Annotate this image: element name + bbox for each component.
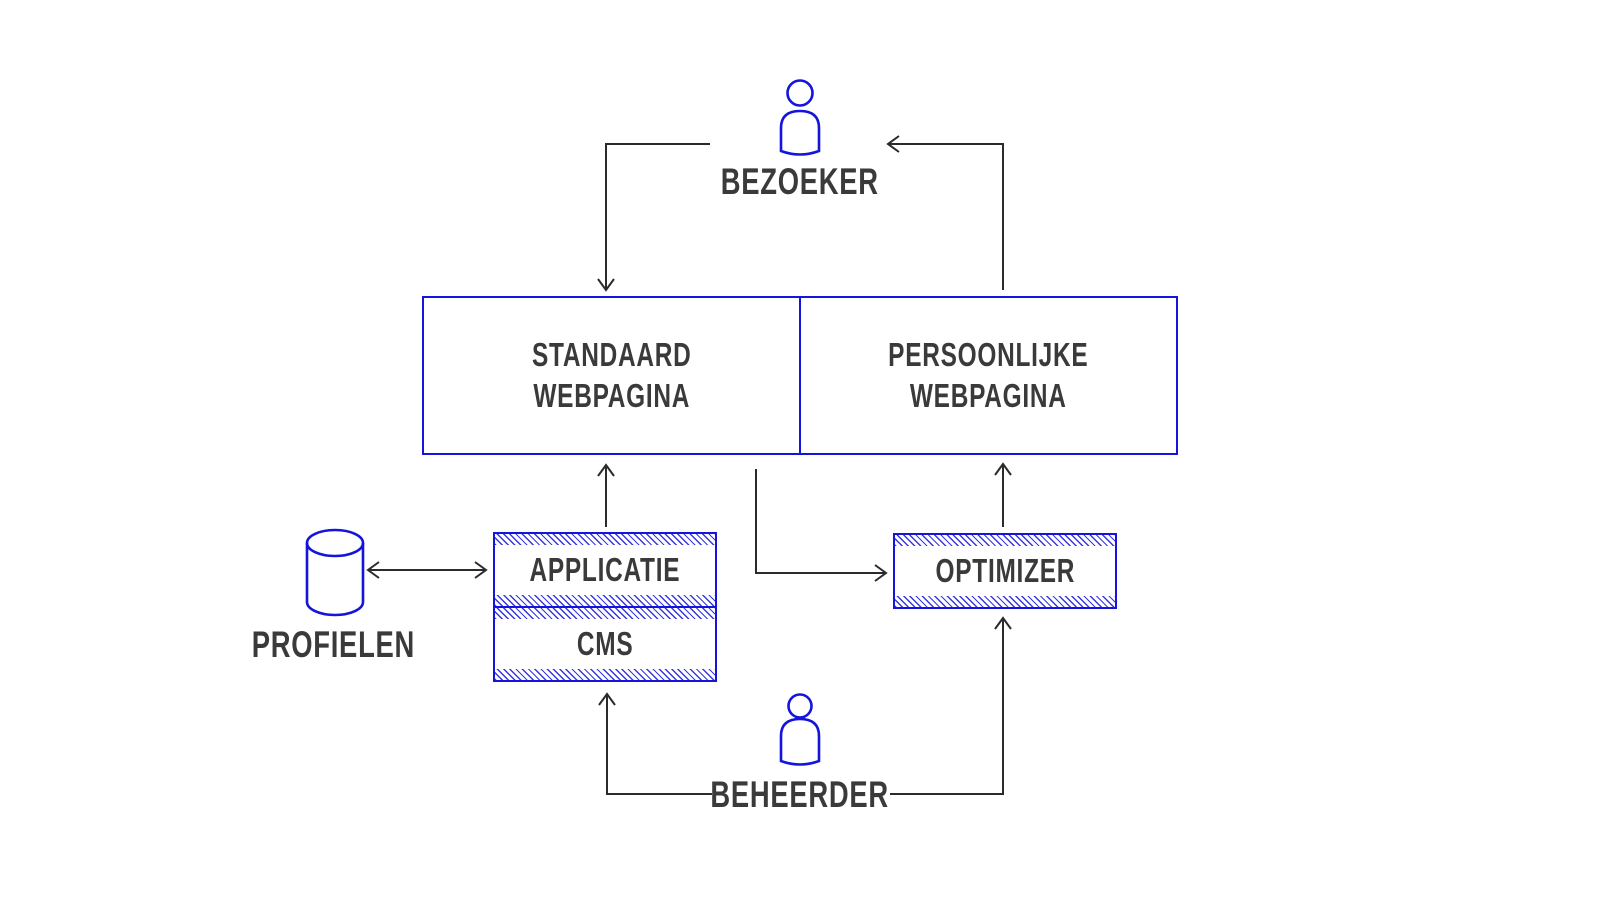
node-persoonlijke-webpagina[interactable]: PERSOONLIJKE WEBPAGINA (799, 298, 1176, 453)
cms-label: CMS (576, 624, 634, 662)
node-cms[interactable]: CMS (493, 606, 717, 682)
bezoeker-person-icon[interactable] (779, 79, 821, 156)
node-profielen[interactable]: PROFIELEN (183, 626, 483, 663)
standaard-webpagina-label: STANDAARD WEBPAGINA (531, 336, 692, 414)
node-beheerder[interactable]: BEHEERDER (650, 776, 950, 813)
webpagina-box: STANDAARD WEBPAGINA PERSOONLIJKE WEBPAGI… (422, 296, 1178, 455)
node-standaard-webpagina[interactable]: STANDAARD WEBPAGINA (424, 298, 799, 453)
edge-persoonlijke-bezoeker (886, 135, 1004, 290)
bezoeker-label: BEZOEKER (720, 161, 880, 202)
edges (366, 135, 1012, 795)
beheerder-person-icon[interactable] (779, 693, 821, 766)
node-applicatie[interactable]: APPLICATIE (493, 532, 717, 608)
node-optimizer[interactable]: OPTIMIZER (893, 533, 1117, 609)
edge-bezoeker-standaard (597, 143, 710, 292)
edge-beheerder-optimizer (890, 616, 1012, 795)
edge-beheerder-cms (598, 692, 712, 795)
profielen-label: PROFIELEN (251, 624, 415, 665)
node-bezoeker[interactable]: BEZOEKER (650, 163, 950, 200)
edge-webpagina-optimizer (755, 469, 888, 582)
profielen-database-icon[interactable] (305, 528, 365, 617)
optimizer-label: OPTIMIZER (935, 551, 1075, 589)
persoonlijke-webpagina-label: PERSOONLIJKE WEBPAGINA (888, 336, 1089, 414)
applicatie-label: APPLICATIE (529, 550, 681, 588)
beheerder-label: BEHEERDER (710, 774, 890, 815)
